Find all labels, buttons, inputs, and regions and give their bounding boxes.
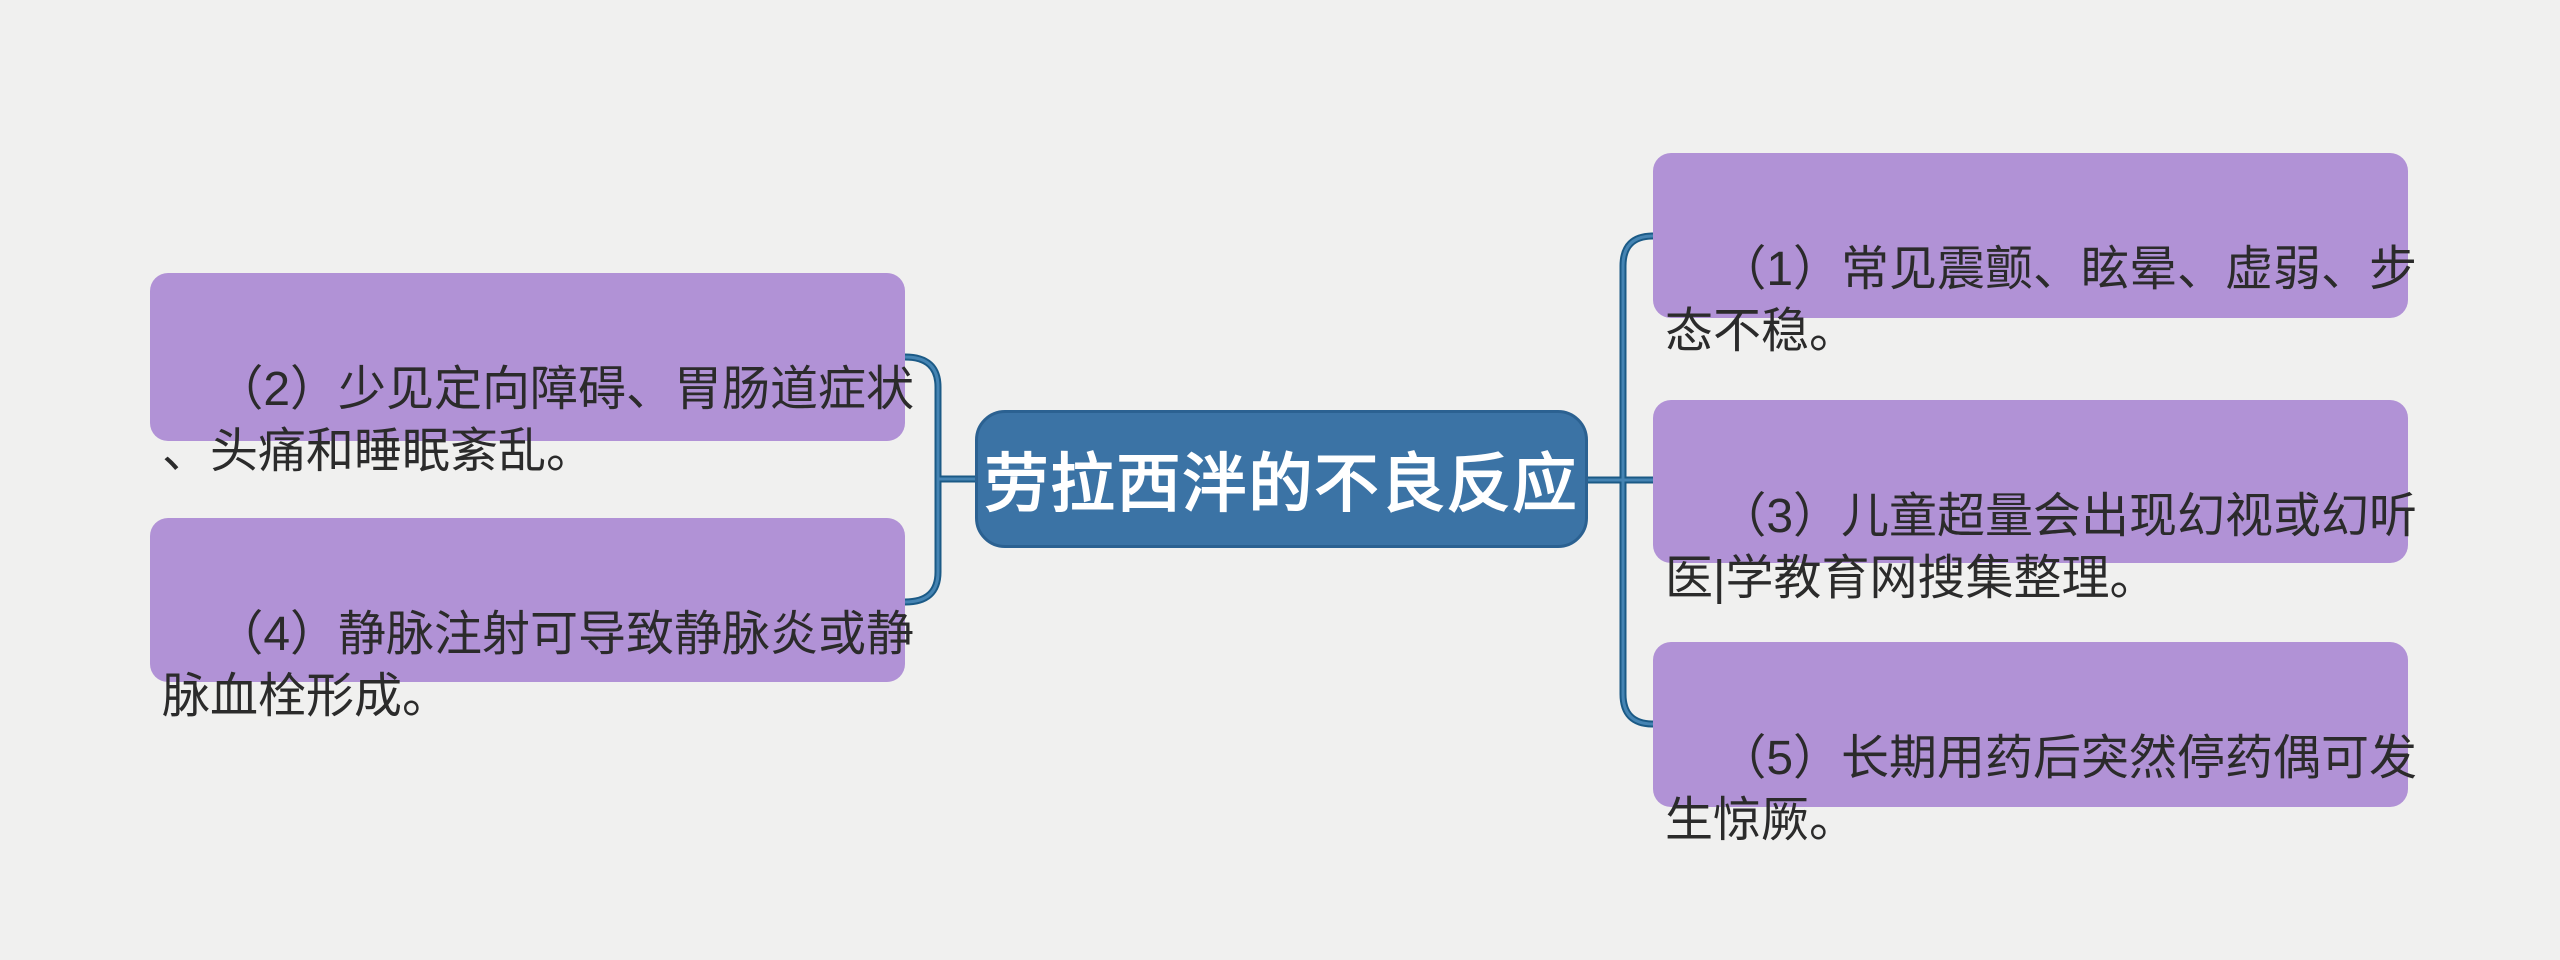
branch-node-4-label: （4）静脉注射可导致静脉炎或静 脉血栓形成。	[162, 608, 915, 723]
branch-node-5-label: （5）长期用药后突然停药偶可发 生惊厥。	[1665, 732, 2418, 847]
branch-node-2: （2）少见定向障碍、胃肠道症状 、头痛和睡眠紊乱。	[150, 273, 914, 478]
branch-node-5: （5）长期用药后突然停药偶可发 生惊厥。	[1653, 642, 2417, 847]
branch-node-3: （3）儿童超量会出现幻视或幻听 医|学教育网搜集整理。	[1653, 400, 2417, 605]
root-node: 劳拉西泮的不良反应	[975, 410, 1588, 548]
branch-node-4: （4）静脉注射可导致静脉炎或静 脉血栓形成。	[150, 518, 914, 723]
connector-left-inner	[904, 355, 978, 604]
root-node-label: 劳拉西泮的不良反应	[984, 448, 1579, 520]
branch-node-2-label: （2）少见定向障碍、胃肠道症状 、头痛和睡眠紊乱。	[162, 363, 915, 478]
branch-node-1-label: （1）常见震颤、眩晕、虚弱、步 态不稳。	[1665, 243, 2418, 358]
branch-node-3-label: （3）儿童超量会出现幻视或幻听 医|学教育网搜集整理。	[1665, 490, 2418, 605]
connector-right-inner	[1585, 234, 1654, 726]
branch-node-1: （1）常见震颤、眩晕、虚弱、步 态不稳。	[1653, 153, 2417, 358]
